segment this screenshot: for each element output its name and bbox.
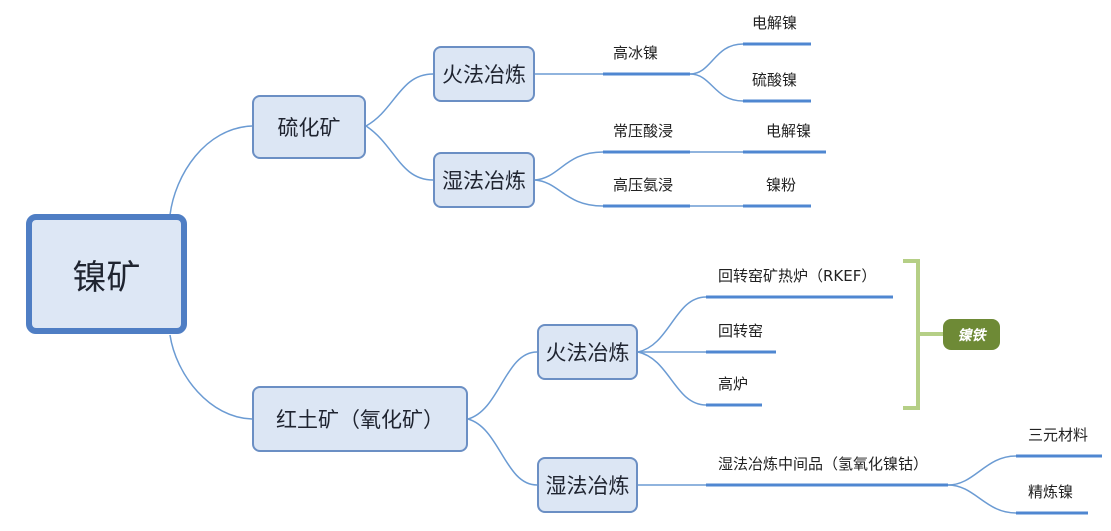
label-rkef: 回转窑矿热炉（RKEF） [718,267,877,285]
link-sulfide-pyro [365,73,434,127]
node-sulfide-hydrometallurgy: 湿法冶炼 [433,152,535,208]
label-ternary-materials: 三元材料 [1028,426,1089,444]
node-laterite-hydrometallurgy: 湿法冶炼 [537,457,638,513]
node-sulfide-ore: 硫化矿 [252,95,366,159]
label-refined-nickel: 精炼镍 [1028,483,1074,501]
node-label: 红土矿（氧化矿） [276,408,444,432]
label-high-pressure-ammonia-leach: 高压氨浸 [613,176,674,194]
link-l-pyro-rkef [637,296,707,353]
link-mhp-refined [947,484,1017,514]
label-atmospheric-acid-leach: 常压酸浸 [613,122,674,140]
label-electrolytic-nickel: 电解镍 [752,14,798,32]
root-label: 镍矿 [72,257,141,298]
link-root-sulfide [169,125,253,216]
label-blast-furnace: 高炉 [718,375,749,393]
link-matte-electro [689,43,744,75]
node-laterite-ore: 红土矿（氧化矿） [252,386,468,452]
node-label: 湿法冶炼 [442,169,526,193]
link-l-pyro-blast [637,351,707,406]
node-sulfide-pyrometallurgy: 火法冶炼 [433,46,535,102]
tag-ferronickel: 镍铁 [943,319,1000,350]
tag-label: 镍铁 [957,327,986,344]
node-label: 硫化矿 [277,116,341,140]
label-high-nickel-matte: 高冰镍 [613,44,659,62]
link-laterite-hydro [467,418,538,486]
link-laterite-pyro [467,351,538,420]
node-label: 火法冶炼 [442,63,526,87]
link-s-hydro-acid [534,151,604,181]
root-node-nickel-ore: 镍矿 [26,214,187,334]
node-label: 湿法冶炼 [545,474,630,498]
link-mhp-cathode [947,455,1017,486]
label-rotary-kiln: 回转窑 [718,322,764,340]
label-hydro-intermediate: 湿法冶炼中间品（氢氧化镍钴） [718,455,929,473]
link-matte-sulfate [689,73,744,102]
link-sulfide-hydro [365,125,434,181]
link-s-hydro-ammonia [534,179,604,207]
node-laterite-pyrometallurgy: 火法冶炼 [537,324,638,380]
label-electrolytic-nickel: 电解镍 [766,122,812,140]
bracket-ferronickel [903,259,920,410]
node-label: 火法冶炼 [545,341,630,365]
label-nickel-sulfate: 硫酸镍 [752,71,798,89]
label-nickel-powder: 镍粉 [766,176,797,194]
link-root-laterite [169,334,253,420]
